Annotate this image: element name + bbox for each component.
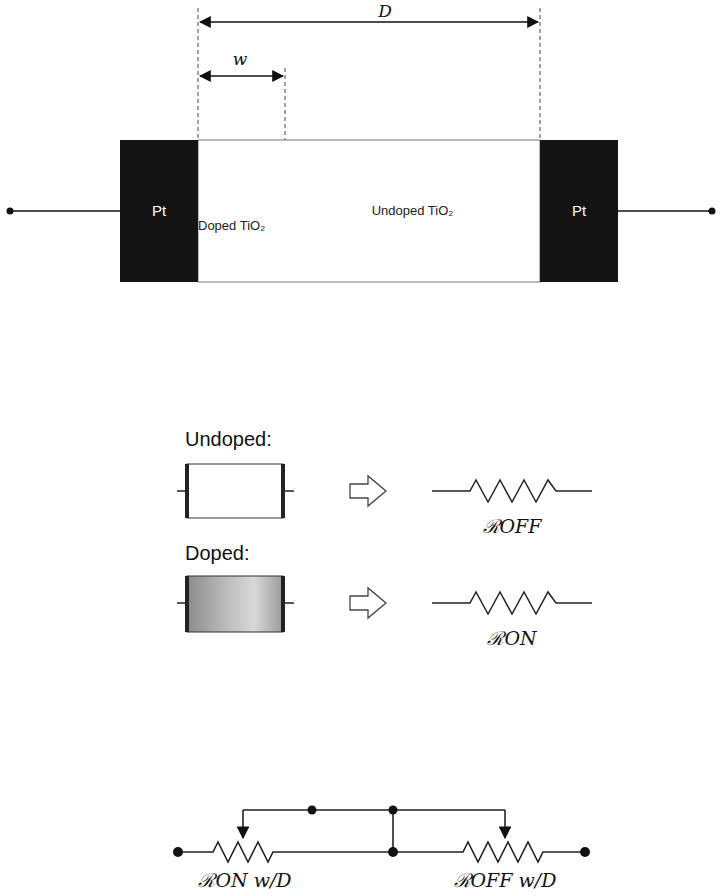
state-label: Undoped: [185,428,272,450]
region-label: Doped TiO₂ [198,219,265,234]
platinum-electrode: Pt [120,140,198,282]
dimension-label: D [378,2,392,21]
region-label: Pt [572,202,586,219]
resistance-label: ℛOFF [483,516,542,537]
region-label: Pt [152,202,166,219]
undoped-region: Undoped TiO₂ [285,140,540,282]
platinum-electrode: Pt [540,140,618,282]
resistance-label: ℛON w/D [198,870,291,891]
state-label: Doped: [185,542,250,564]
dimension-label: w [233,50,248,69]
resistance-label: ℛON [487,628,536,649]
resistance-label: ℛOFF w/D [454,870,557,891]
doped-region: Doped TiO₂ [198,140,285,282]
region-label: Undoped TiO₂ [372,204,454,219]
